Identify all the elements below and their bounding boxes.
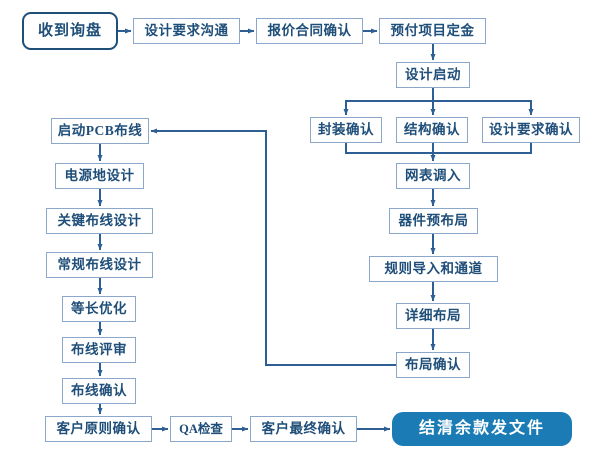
edge-n6-n9 [345,143,433,154]
node-detailed-placement[interactable]: 详细布局 [396,303,470,329]
node-placement-confirm[interactable]: 布局确认 [396,352,470,378]
edge-n5-n8 [433,100,534,116]
node-power-ground-design[interactable]: 电源地设计 [55,163,144,189]
node-prepay-project-deposit[interactable]: 预付项目定金 [379,18,486,44]
node-customer-principle-confirm[interactable]: 客户原则确认 [45,416,152,442]
node-design-requirement-confirm[interactable]: 设计要求确认 [482,117,580,143]
edge-n8-n9 [433,143,532,154]
node-general-routing-design[interactable]: 常规布线设计 [46,252,153,278]
node-netlist-import[interactable]: 网表调入 [396,163,470,189]
node-rule-import-and-channel[interactable]: 规则导入和通道 [369,256,498,282]
node-component-pre-placement[interactable]: 器件预布局 [389,208,478,234]
node-design-requirement-communication[interactable]: 设计要求沟通 [133,18,240,44]
edge-n13-n14 [150,128,396,366]
node-length-matching-optimization[interactable]: 等长优化 [62,296,136,322]
node-routing-confirm[interactable]: 布线确认 [62,378,136,404]
node-structure-confirm[interactable]: 结构确认 [396,117,468,143]
node-start-inquiry-received[interactable]: 收到询盘 [22,12,118,50]
node-footprint-confirm[interactable]: 封装确认 [310,117,382,143]
edge-n5-n6 [343,100,433,116]
node-critical-routing-design[interactable]: 关键布线设计 [46,208,153,234]
node-customer-final-confirm[interactable]: 客户最终确认 [250,416,357,442]
node-settle-balance-deliver-files[interactable]: 结清余款发文件 [392,412,572,446]
node-quotation-contract-confirm[interactable]: 报价合同确认 [256,18,363,44]
node-qa-check[interactable]: QA检查 [170,416,232,442]
node-design-kickoff[interactable]: 设计启动 [396,62,470,88]
node-start-pcb-routing[interactable]: 启动PCB布线 [51,118,149,144]
node-routing-review[interactable]: 布线评审 [62,337,136,363]
